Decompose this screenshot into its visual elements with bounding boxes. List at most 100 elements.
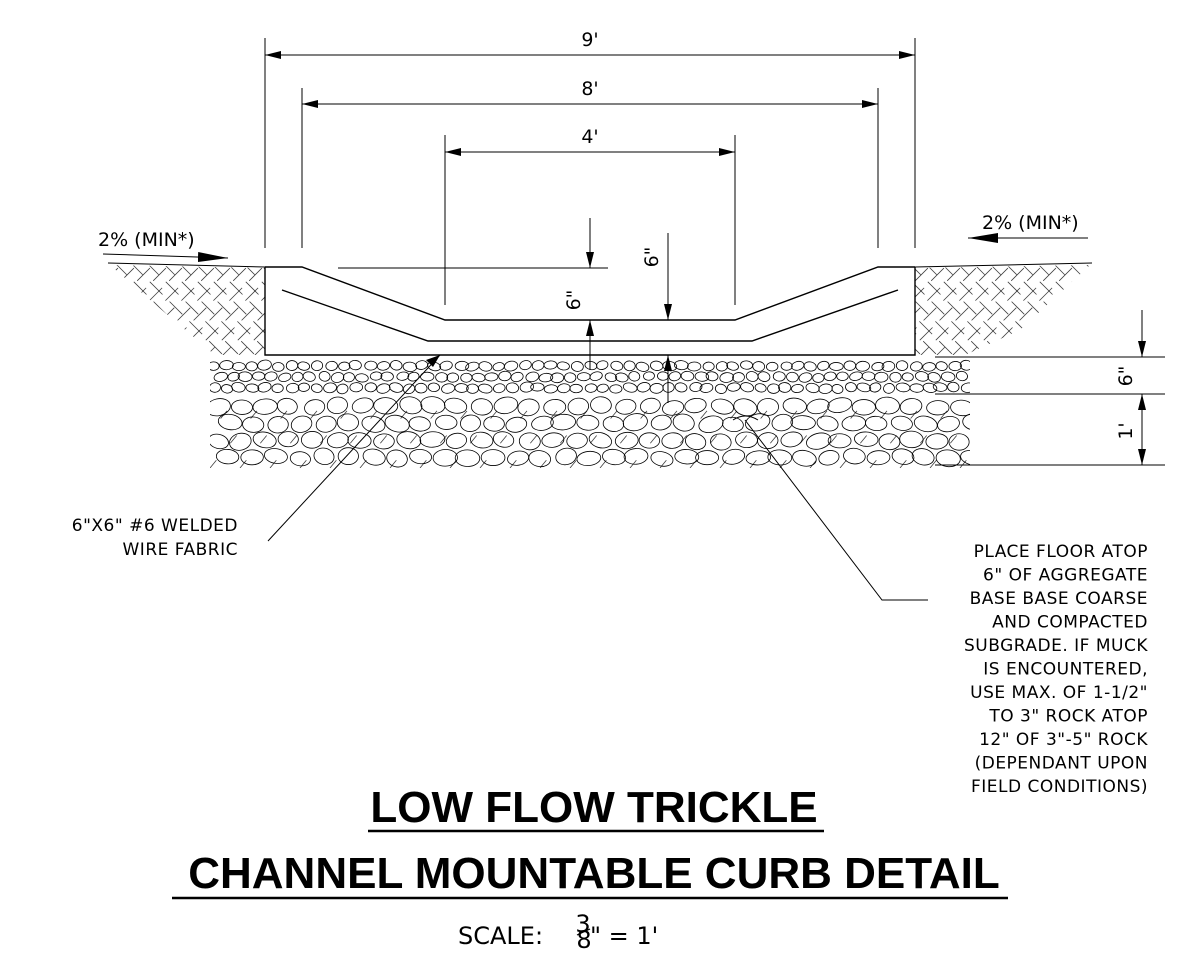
soil-hatch-line: [971, 265, 1071, 355]
gravel-stone: [757, 398, 779, 416]
soil-hatch-line: [1164, 262, 1177, 360]
gravel-stone: [932, 382, 948, 392]
floor-note-line: (DEPENDANT UPON: [975, 754, 1148, 774]
soil-hatch-line: [947, 265, 1047, 355]
soil-hatch-line: [110, 265, 125, 355]
soil-hatch-line: [129, 265, 229, 355]
gravel-stone: [454, 383, 469, 393]
gravel-stone: [726, 361, 739, 371]
soil-hatch-line: [915, 265, 975, 355]
gravel-stone: [727, 382, 741, 392]
scale-prefix: SCALE:: [458, 922, 543, 950]
soil-hatch-line: [1156, 262, 1177, 360]
soil-hatch-line: [1043, 265, 1090, 355]
gravel-stone: [315, 415, 337, 433]
soil-hatch-line: [169, 265, 265, 355]
gravel-stone: [483, 415, 505, 432]
gravel-stone: [323, 382, 337, 394]
gravel-stone: [861, 371, 876, 381]
soil-hatch-line: [145, 265, 245, 355]
gravel-stone: [432, 449, 458, 467]
soil-hatch-line: [2, 262, 100, 360]
gravel-stone: [661, 432, 684, 449]
gravel-stone: [806, 432, 832, 450]
soil-hatch-line: [1003, 265, 1090, 355]
soil-hatch-line: [177, 265, 265, 355]
gravel-stone: [791, 384, 804, 393]
gravel-stone: [231, 399, 253, 415]
gravel-stone: [714, 383, 727, 394]
soil-hatch-line: [110, 265, 117, 355]
gravel-stone: [636, 382, 651, 393]
soil-hatch-line: [241, 265, 265, 355]
gravel-stone: [959, 359, 970, 371]
soil-hatch-line: [1140, 262, 1177, 360]
gravel-stone: [875, 396, 900, 415]
gravel-stone: [791, 360, 805, 371]
soil-hatch-line: [1132, 262, 1177, 360]
gravel-stone: [245, 383, 260, 393]
soil-hatch-line: [193, 265, 265, 355]
title-line1: LOW FLOW TRICKLE: [370, 783, 817, 832]
gravel-stone: [722, 448, 746, 465]
rock-hatch-line: [749, 394, 811, 468]
gravel-stone: [351, 397, 374, 414]
gravel-stone: [277, 431, 299, 448]
soil-hatch-line: [110, 265, 133, 355]
soil-hatch-line: [915, 265, 967, 355]
gravel-stone: [435, 372, 449, 383]
gravel-stone: [899, 398, 923, 415]
soil-hatch-line: [282, 262, 380, 360]
soil-hatch-line: [298, 262, 396, 360]
floor-note-line: AND COMPACTED: [992, 613, 1148, 633]
gravel-stone: [816, 415, 839, 432]
wire-fabric-leader-arrow: [426, 355, 440, 367]
soil-hatch-line: [812, 262, 910, 360]
gravel-stone: [272, 362, 285, 372]
gravel-stone: [722, 416, 744, 433]
soil-hatch-left: [2, 262, 396, 360]
gravel-stone: [698, 415, 724, 433]
gravel-stone: [602, 416, 625, 432]
gravel-stone: [843, 360, 857, 371]
gravel-stone: [369, 371, 383, 381]
soil-hatch-line: [931, 265, 1031, 355]
gravel-stone: [510, 371, 524, 383]
gravel-stone: [745, 450, 771, 466]
gravel-stone: [543, 399, 567, 416]
gravel-stone: [699, 382, 714, 393]
gravel-stone: [614, 431, 639, 450]
gravel-stone: [364, 360, 378, 371]
gravel-stone: [950, 399, 970, 417]
gravel-stone: [286, 382, 300, 394]
gravel-stone: [643, 371, 655, 381]
soil-hatch-line: [1027, 265, 1090, 355]
gravel-stone: [484, 372, 499, 382]
gravel-stone: [278, 372, 292, 382]
gravel-stone: [719, 372, 735, 383]
gravel-stone: [297, 361, 311, 371]
gravel-stone: [231, 362, 246, 372]
gravel-stone: [427, 382, 440, 393]
gravel-stone: [556, 361, 570, 371]
gravel-stone: [927, 372, 941, 383]
soil-hatch-line: [915, 265, 919, 355]
soil-hatch-line: [915, 265, 943, 355]
gravel-stone: [911, 448, 935, 466]
soil-hatch-line: [939, 265, 1039, 355]
gravel-stone: [757, 371, 771, 382]
floor-note-line: BASE BASE COARSE: [970, 589, 1148, 609]
gravel-stone: [623, 448, 649, 465]
gravel-stone: [570, 361, 584, 372]
ground-line-right: [914, 262, 1093, 268]
gravel-stone: [257, 382, 272, 393]
gravel-stone: [231, 381, 246, 393]
soil-hatch-right: [812, 262, 1177, 360]
gravel-stone: [297, 382, 310, 392]
gravel-stone: [361, 415, 386, 433]
gravel-stone: [849, 371, 863, 381]
gravel-stone: [530, 382, 545, 392]
gravel-stone: [695, 450, 720, 466]
gravel-stone: [889, 371, 902, 383]
gravel-stone: [454, 360, 470, 371]
